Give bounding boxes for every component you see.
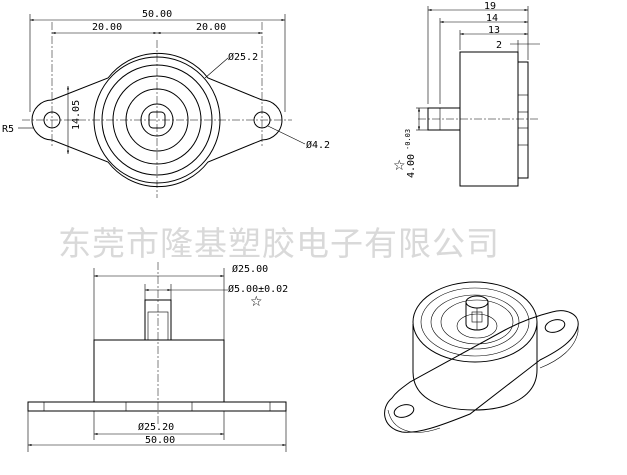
side-shaft-diameter-label: 4.00	[406, 154, 417, 178]
company-watermark: 东莞市隆基塑胶电子有限公司	[58, 224, 500, 263]
side-flange	[517, 61, 529, 179]
top-right-half-label: 20.00	[196, 22, 226, 33]
top-flange-height-label: 14.05	[71, 100, 82, 130]
front-overall-width-label: 50.00	[145, 435, 175, 446]
side-view: 19 14 13 2 4.00 -0.03 ☆	[393, 1, 540, 187]
top-left-half-label: 20.00	[92, 22, 122, 33]
front-base-diameter-label: Ø25.20	[138, 421, 174, 433]
side-total-length-label: 19	[484, 1, 496, 12]
iso-right-hole	[544, 319, 566, 333]
iso-body-top	[412, 281, 538, 363]
side-inner-length-label: 13	[488, 25, 500, 36]
front-body	[93, 339, 225, 403]
iso-left-hole	[393, 404, 415, 418]
top-overall-width-label: 50.00	[142, 9, 172, 20]
top-view: 50.00 20.00 20.00 Ø25.2 Ø4.2 14.05 R5	[2, 9, 330, 198]
side-critical-star: ☆	[393, 158, 406, 174]
iso-body-side	[412, 322, 538, 411]
top-hole-diameter-label: Ø4.2	[306, 139, 330, 151]
front-view: Ø25.00 Ø5.00±0.02 ☆ Ø25.20 50.00	[27, 262, 288, 452]
front-base-plate	[27, 401, 287, 412]
front-body-diameter-label: Ø25.00	[232, 263, 268, 275]
top-body-diameter-label: Ø25.2	[228, 51, 258, 63]
front-shaft-diameter-label: Ø5.00±0.02	[228, 283, 288, 295]
side-body-length-label: 14	[486, 13, 498, 24]
front-critical-star: ☆	[250, 294, 263, 310]
side-shaft-tolerance-label: -0.03	[404, 129, 412, 150]
top-end-radius-label: R5	[2, 124, 14, 135]
isometric-view	[384, 281, 579, 433]
side-flange-thickness-label: 2	[496, 40, 502, 51]
